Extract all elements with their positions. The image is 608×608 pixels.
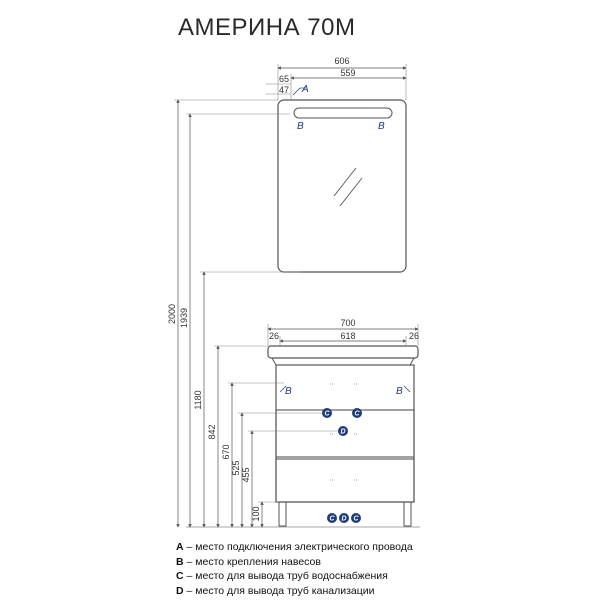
height-100-label: 100 (251, 506, 261, 521)
mirror-width-outer-label: 606 (334, 56, 349, 66)
height-1180-label: 1180 (193, 390, 203, 409)
product-title: АМЕРИНА 70М (178, 14, 356, 41)
svg-text:A: A (301, 84, 309, 95)
svg-text:B: B (285, 386, 292, 397)
drawer-lower (275, 458, 415, 503)
height-525-label: 525 (231, 460, 241, 475)
mirror-offset-65-label: 65 (279, 74, 289, 84)
mirror-reflection-2 (339, 177, 363, 207)
svg-text:B: B (378, 121, 385, 132)
mirror-reflection-1 (333, 167, 357, 197)
mirror-cabinet (277, 99, 407, 273)
height-455-label: 455 (241, 467, 251, 482)
mirror-marker-b-right: B (378, 121, 385, 132)
mirror-light-bar (293, 107, 393, 119)
svg-text:C: C (354, 411, 360, 418)
svg-text:C: C (324, 411, 330, 418)
mirror-width-inner-label: 559 (340, 68, 355, 78)
vanity-side-right-label: 26 (409, 331, 419, 341)
height-842-label: 842 (207, 424, 217, 439)
legend-item-c: C – место для вывода труб водоснабжения (176, 570, 388, 582)
svg-text:D: D (340, 429, 345, 436)
svg-text:B: B (297, 121, 304, 132)
mirror-marker-a: A (292, 84, 309, 96)
vertical-dimensions: 2000 1939 1180 842 670 525 455 100 (167, 99, 338, 528)
basin-top (267, 345, 419, 359)
water-pipe-marker-c-left: C (322, 408, 332, 418)
svg-text:D: D (341, 516, 346, 523)
floor-marker-d: D (339, 513, 349, 523)
vanity-side-left-label: 26 (269, 331, 279, 341)
vanity-unit (186, 345, 420, 528)
floor-marker-c-left: C (327, 513, 337, 523)
mirror-width-dims: 606 559 65 47 (266, 56, 407, 100)
height-2000-label: 2000 (167, 304, 177, 324)
vanity-width-outer-label: 700 (340, 318, 355, 328)
floor-marker-c-right: C (351, 513, 361, 523)
legend-item-b: B – место крепления навесов (176, 555, 321, 568)
mirror-marker-b-left: B (297, 121, 304, 132)
drain-pipe-marker-d: D (338, 426, 348, 436)
leg-left (278, 501, 287, 527)
svg-text:C: C (353, 516, 359, 523)
svg-text:C: C (329, 516, 335, 523)
mirror-outline (277, 99, 407, 273)
legend: A – место подключения электрического про… (176, 540, 413, 598)
height-670-label: 670 (221, 444, 231, 459)
vanity-width-dims: 700 618 26 26 (267, 318, 419, 346)
legend-item-a: A – место подключения электрического про… (176, 541, 413, 553)
drawer-upper (275, 409, 415, 458)
leg-right (403, 501, 412, 527)
height-1939-label: 1939 (179, 308, 189, 328)
svg-text:B: B (396, 386, 403, 397)
water-pipe-marker-c-right: C (352, 408, 362, 418)
legend-item-d: D – место для вывода труб канализации (176, 584, 375, 597)
vanity-marker-b-right: B (396, 385, 411, 397)
basin-bowl (271, 357, 415, 366)
vanity-marker-b-left: B (279, 385, 292, 397)
vanity-width-inner-label: 618 (340, 331, 355, 341)
mirror-offset-47-label: 47 (279, 85, 289, 95)
